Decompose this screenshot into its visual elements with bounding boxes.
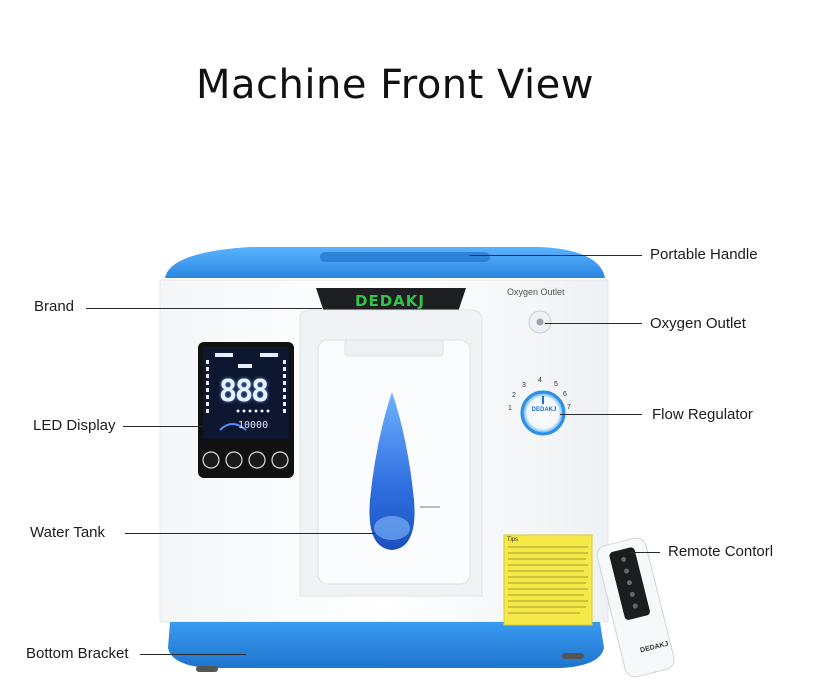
remote-control-label: Remote Contorl	[668, 543, 774, 560]
tips-label	[503, 534, 593, 626]
svg-text:2: 2	[512, 392, 516, 399]
top-cover	[165, 247, 605, 278]
water-tank-label: Water Tank	[30, 524, 106, 541]
led-display-label: LED Display	[33, 417, 116, 434]
page-title: Machine Front View	[196, 62, 594, 108]
lcd-digits: 888	[219, 374, 269, 409]
remote-control	[596, 537, 675, 678]
led-button-2	[225, 451, 243, 469]
right-foot	[562, 653, 584, 659]
portable-handle-line	[470, 255, 642, 256]
water-drop	[369, 392, 415, 550]
flow-regulator-line	[560, 414, 642, 415]
portable-handle-label: Portable Handle	[650, 246, 758, 263]
led-button-4	[271, 451, 289, 469]
led-button-3	[248, 451, 266, 469]
lcd-counter: 10000	[238, 420, 269, 431]
flow-scale: 123 4 567	[508, 377, 571, 412]
bottom-bracket-label: Bottom Bracket	[26, 645, 129, 662]
water-tank-line	[125, 533, 375, 534]
flow-regulator-label: Flow Regulator	[652, 406, 753, 423]
bottom-bracket-line	[140, 654, 246, 655]
svg-text:1: 1	[508, 405, 512, 412]
svg-text:3: 3	[522, 382, 526, 389]
svg-text:6: 6	[563, 391, 567, 398]
bottom-base	[168, 622, 604, 668]
brand-line	[86, 308, 322, 309]
svg-text:4: 4	[538, 377, 542, 384]
led-display-line	[123, 426, 203, 427]
svg-text:5: 5	[554, 381, 558, 388]
handle-slot	[320, 252, 490, 262]
brand-label: Brand	[34, 298, 75, 315]
svg-text:7: 7	[567, 404, 571, 411]
tips-title: Tips	[507, 537, 519, 543]
flow-regulator-knob	[520, 390, 566, 436]
oxygen-outlet-caption: Oxygen Outlet	[507, 287, 565, 297]
brand-plate	[316, 288, 466, 312]
left-foot	[196, 666, 218, 672]
remote-control-line	[630, 552, 660, 553]
oxygen-outlet-line	[545, 323, 642, 324]
led-button-1	[202, 451, 220, 469]
oxygen-outlet-label: Oxygen Outlet	[650, 315, 746, 332]
knob-brand: DEDAKJ	[531, 407, 557, 413]
brand-name: DEDAKJ	[355, 292, 425, 310]
